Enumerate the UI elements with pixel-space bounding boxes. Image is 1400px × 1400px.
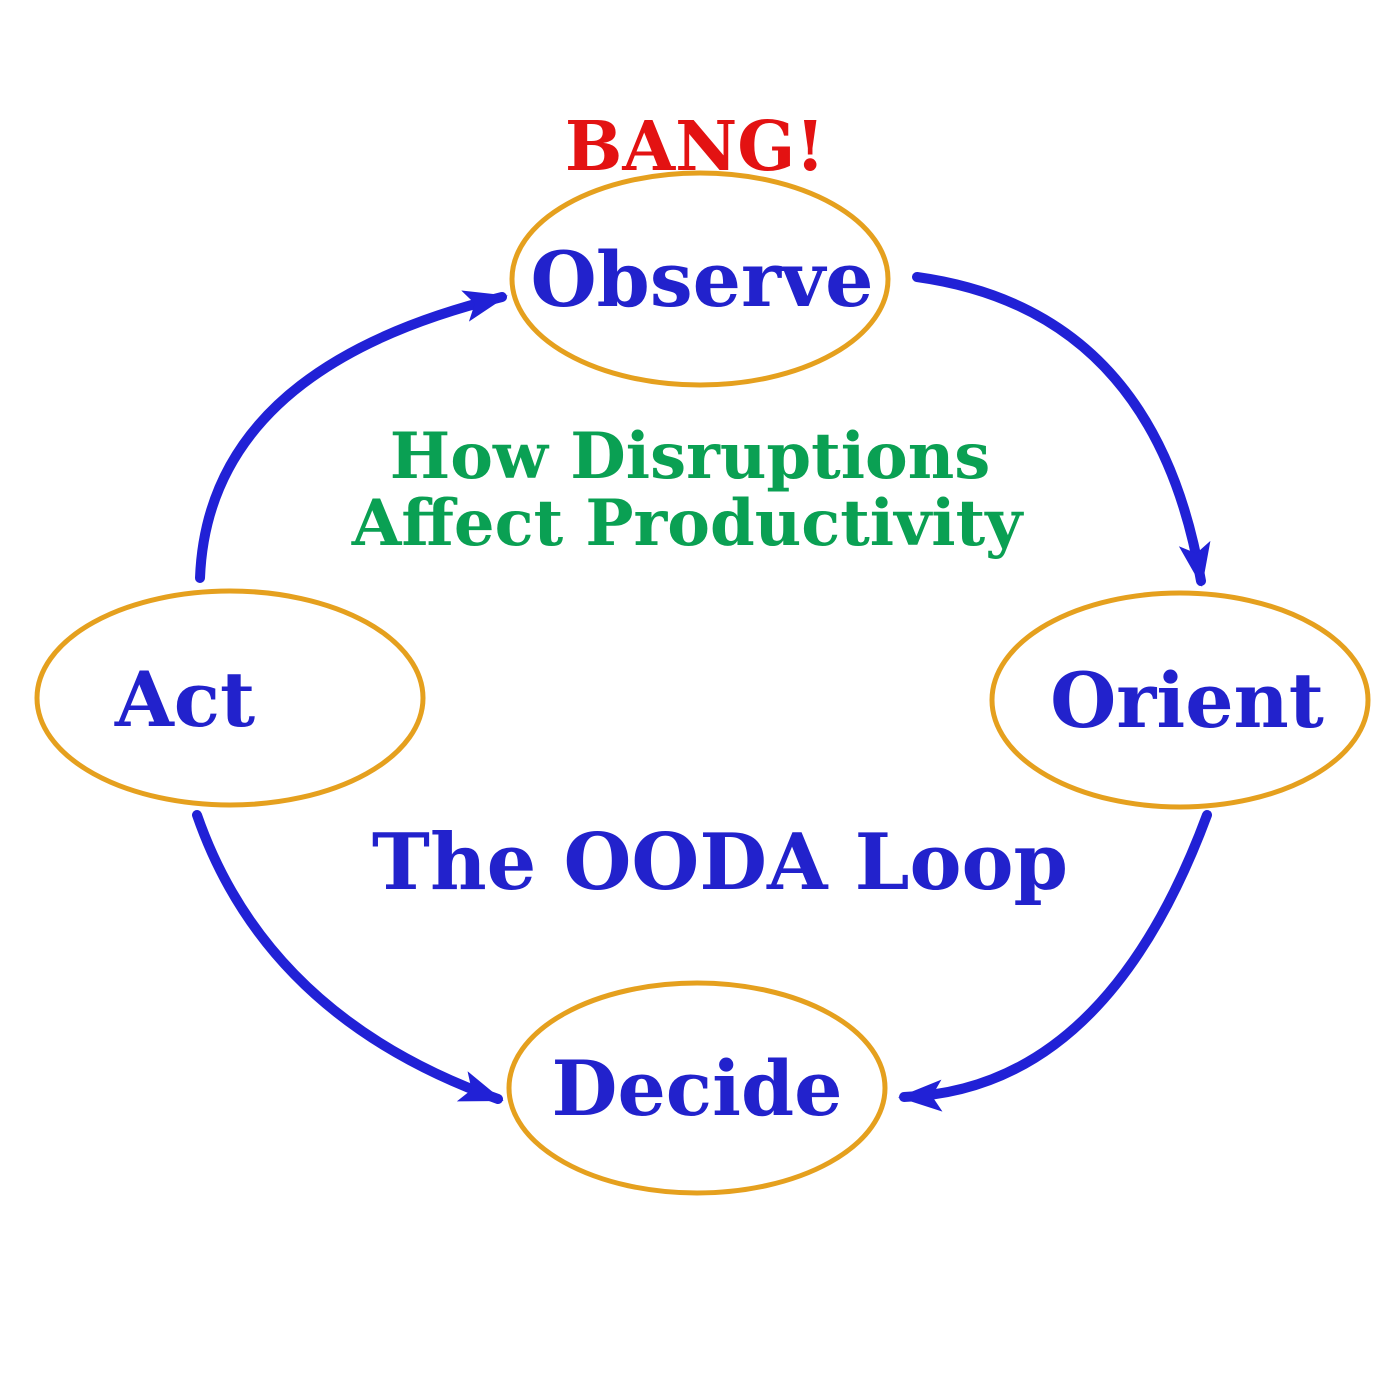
subtitle-line-2: Affect Productivity [351,486,1024,561]
observe-node-ellipse [509,170,891,388]
arrow-observe-to-orient [912,272,1211,587]
act-node-label: Act [114,655,255,744]
arrow-act-to-observe [195,290,508,583]
subtitle-line-1: How Disruptions [390,419,991,494]
decide-node-label: Decide [552,1044,843,1133]
arrow-orient-to-decide [898,810,1212,1112]
bang-annotation: BANG! [565,107,825,187]
orient-node-label: Orient [1050,656,1324,745]
act-node-ellipse [34,588,426,808]
orient-node-ellipse [989,590,1371,810]
decide-node-ellipse [506,980,888,1196]
observe-node-label: Observe [530,235,873,324]
arrow-act-to-decide [192,810,504,1104]
diagram-title: The OODA Loop [372,817,1068,908]
